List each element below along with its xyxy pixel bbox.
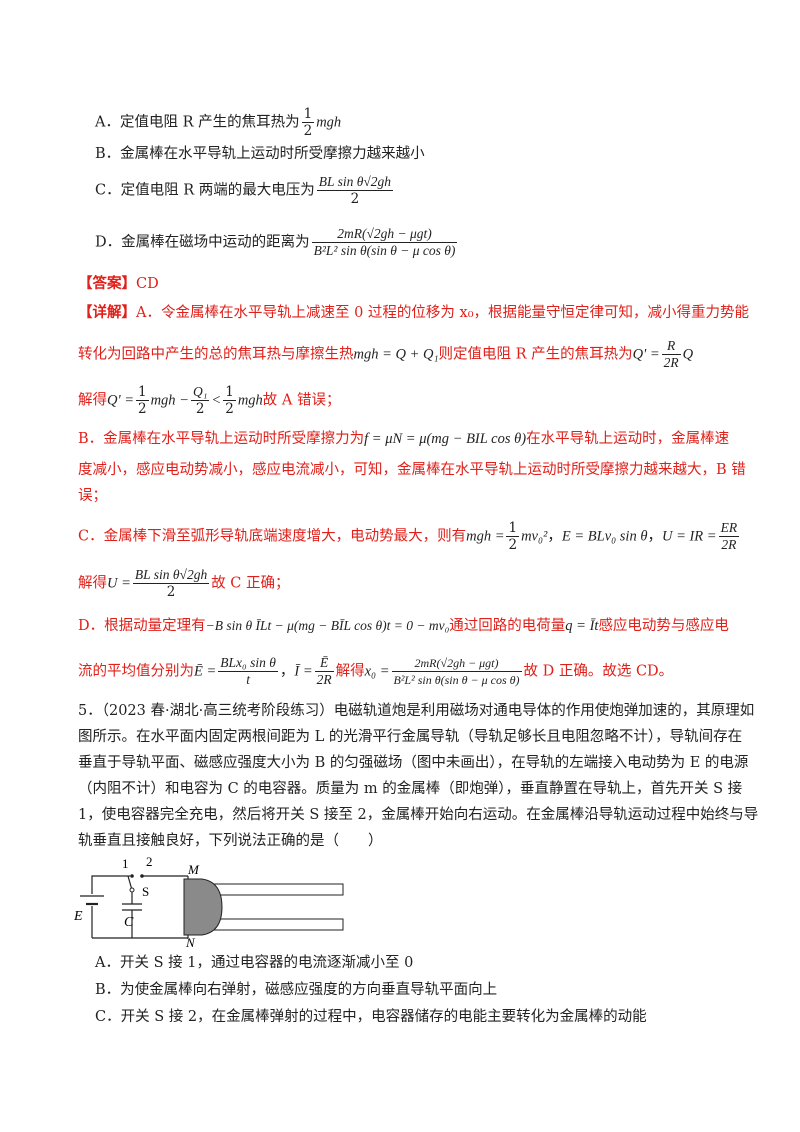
option-a-text: A．定值电阻 R 产生的焦耳热为 bbox=[95, 114, 300, 131]
option-b: B．金属棒在水平导轨上运动时所受摩擦力越来越小 bbox=[95, 146, 425, 162]
rail-m-label: M bbox=[187, 862, 200, 877]
option-d-text: D．金属棒在磁场中运动的距离为 bbox=[95, 234, 310, 251]
q5-line6: 轨垂直且接触良好，下列说法正确的是（ ） bbox=[78, 833, 383, 849]
contact-2-label: 2 bbox=[146, 854, 153, 869]
railgun-circuit-figure: E 1 2 S C M N bbox=[73, 854, 344, 947]
answer-line: 【答案】CD bbox=[78, 273, 159, 295]
q5-line3: 垂直于导轨平面、磁感应强度大小为 B 的匀强磁场（图中未画出），在导轨的左端接入… bbox=[78, 755, 749, 771]
metal-rod-projectile bbox=[183, 878, 223, 936]
q5-option-b: B．为使金属棒向右弹射，磁感应强度的方向垂直导轨平面向上 bbox=[95, 982, 498, 998]
contact-1 bbox=[130, 874, 134, 878]
q5-line2: 图所示。在水平面内固定两根间距为 L 的光滑平行金属导轨（导轨足够长且电阻忽略不… bbox=[78, 729, 743, 745]
detail-a-line1: 【详解】A．令金属棒在水平导轨上减速至 0 过程的位移为 x₀，根据能量守恒定律… bbox=[78, 304, 750, 321]
detail-b-line3: 误； bbox=[78, 488, 107, 504]
battery-label: E bbox=[73, 909, 83, 924]
detail-label: 【详解】 bbox=[78, 304, 136, 321]
q5-option-a: A．开关 S 接 1，通过电容器的电流逐渐减小至 0 bbox=[95, 955, 414, 971]
answer-value: CD bbox=[136, 276, 159, 292]
q5-line5: 1，使电容器完全充电，然后将开关 S 接至 2，金属棒开始向右运动。在金属棒沿导… bbox=[78, 807, 759, 823]
detail-d-line1: D．根据动量定理有−B sin θ ĪLt − μ(mg − BĪL cos θ… bbox=[78, 618, 729, 634]
rail-n-label: N bbox=[185, 935, 196, 947]
capacitor-label: C bbox=[124, 915, 134, 930]
option-a-tail: mgh bbox=[316, 114, 342, 131]
option-c-text: C．定值电阻 R 两端的最大电压为 bbox=[95, 182, 315, 199]
option-d-fraction: 2mR(√2gh − μgt)B²L² sin θ(sin θ − μ cos … bbox=[311, 226, 458, 258]
q5-line1: 5．（2023 春·湖北·高三统考阶段练习）电磁轨道炮是利用磁场对通电导体的作用… bbox=[78, 703, 755, 719]
switch-pivot bbox=[129, 887, 135, 893]
answer-label: 【答案】 bbox=[78, 275, 136, 292]
detail-b-line2: 度减小，感应电动势减小，感应电流减小，可知，金属棒在水平导轨上运动时所受摩擦力越… bbox=[78, 462, 746, 478]
q5-option-c: C．开关 S 接 2，在金属棒弹射的过程中，电容器储存的电能主要转化为金属棒的动… bbox=[95, 1009, 647, 1025]
wire-top-left bbox=[91, 875, 120, 894]
contact-1-label: 1 bbox=[122, 856, 129, 871]
switch-label: S bbox=[142, 884, 149, 899]
q5-line4: （内阻不计）和电容为 C 的电容器。质量为 m 的金属棒（即炮弹），垂直静置在导… bbox=[78, 781, 743, 797]
detail-b-line1: B．金属棒在水平导轨上运动时所受摩擦力为f = μN = μ(mg − BIL … bbox=[78, 431, 730, 447]
contact-2 bbox=[140, 874, 144, 878]
detail-a-line2: 转化为回路中产生的总的焦耳热与摩擦生热mgh = Q + Q₁则定值电阻 R 产… bbox=[78, 338, 694, 370]
